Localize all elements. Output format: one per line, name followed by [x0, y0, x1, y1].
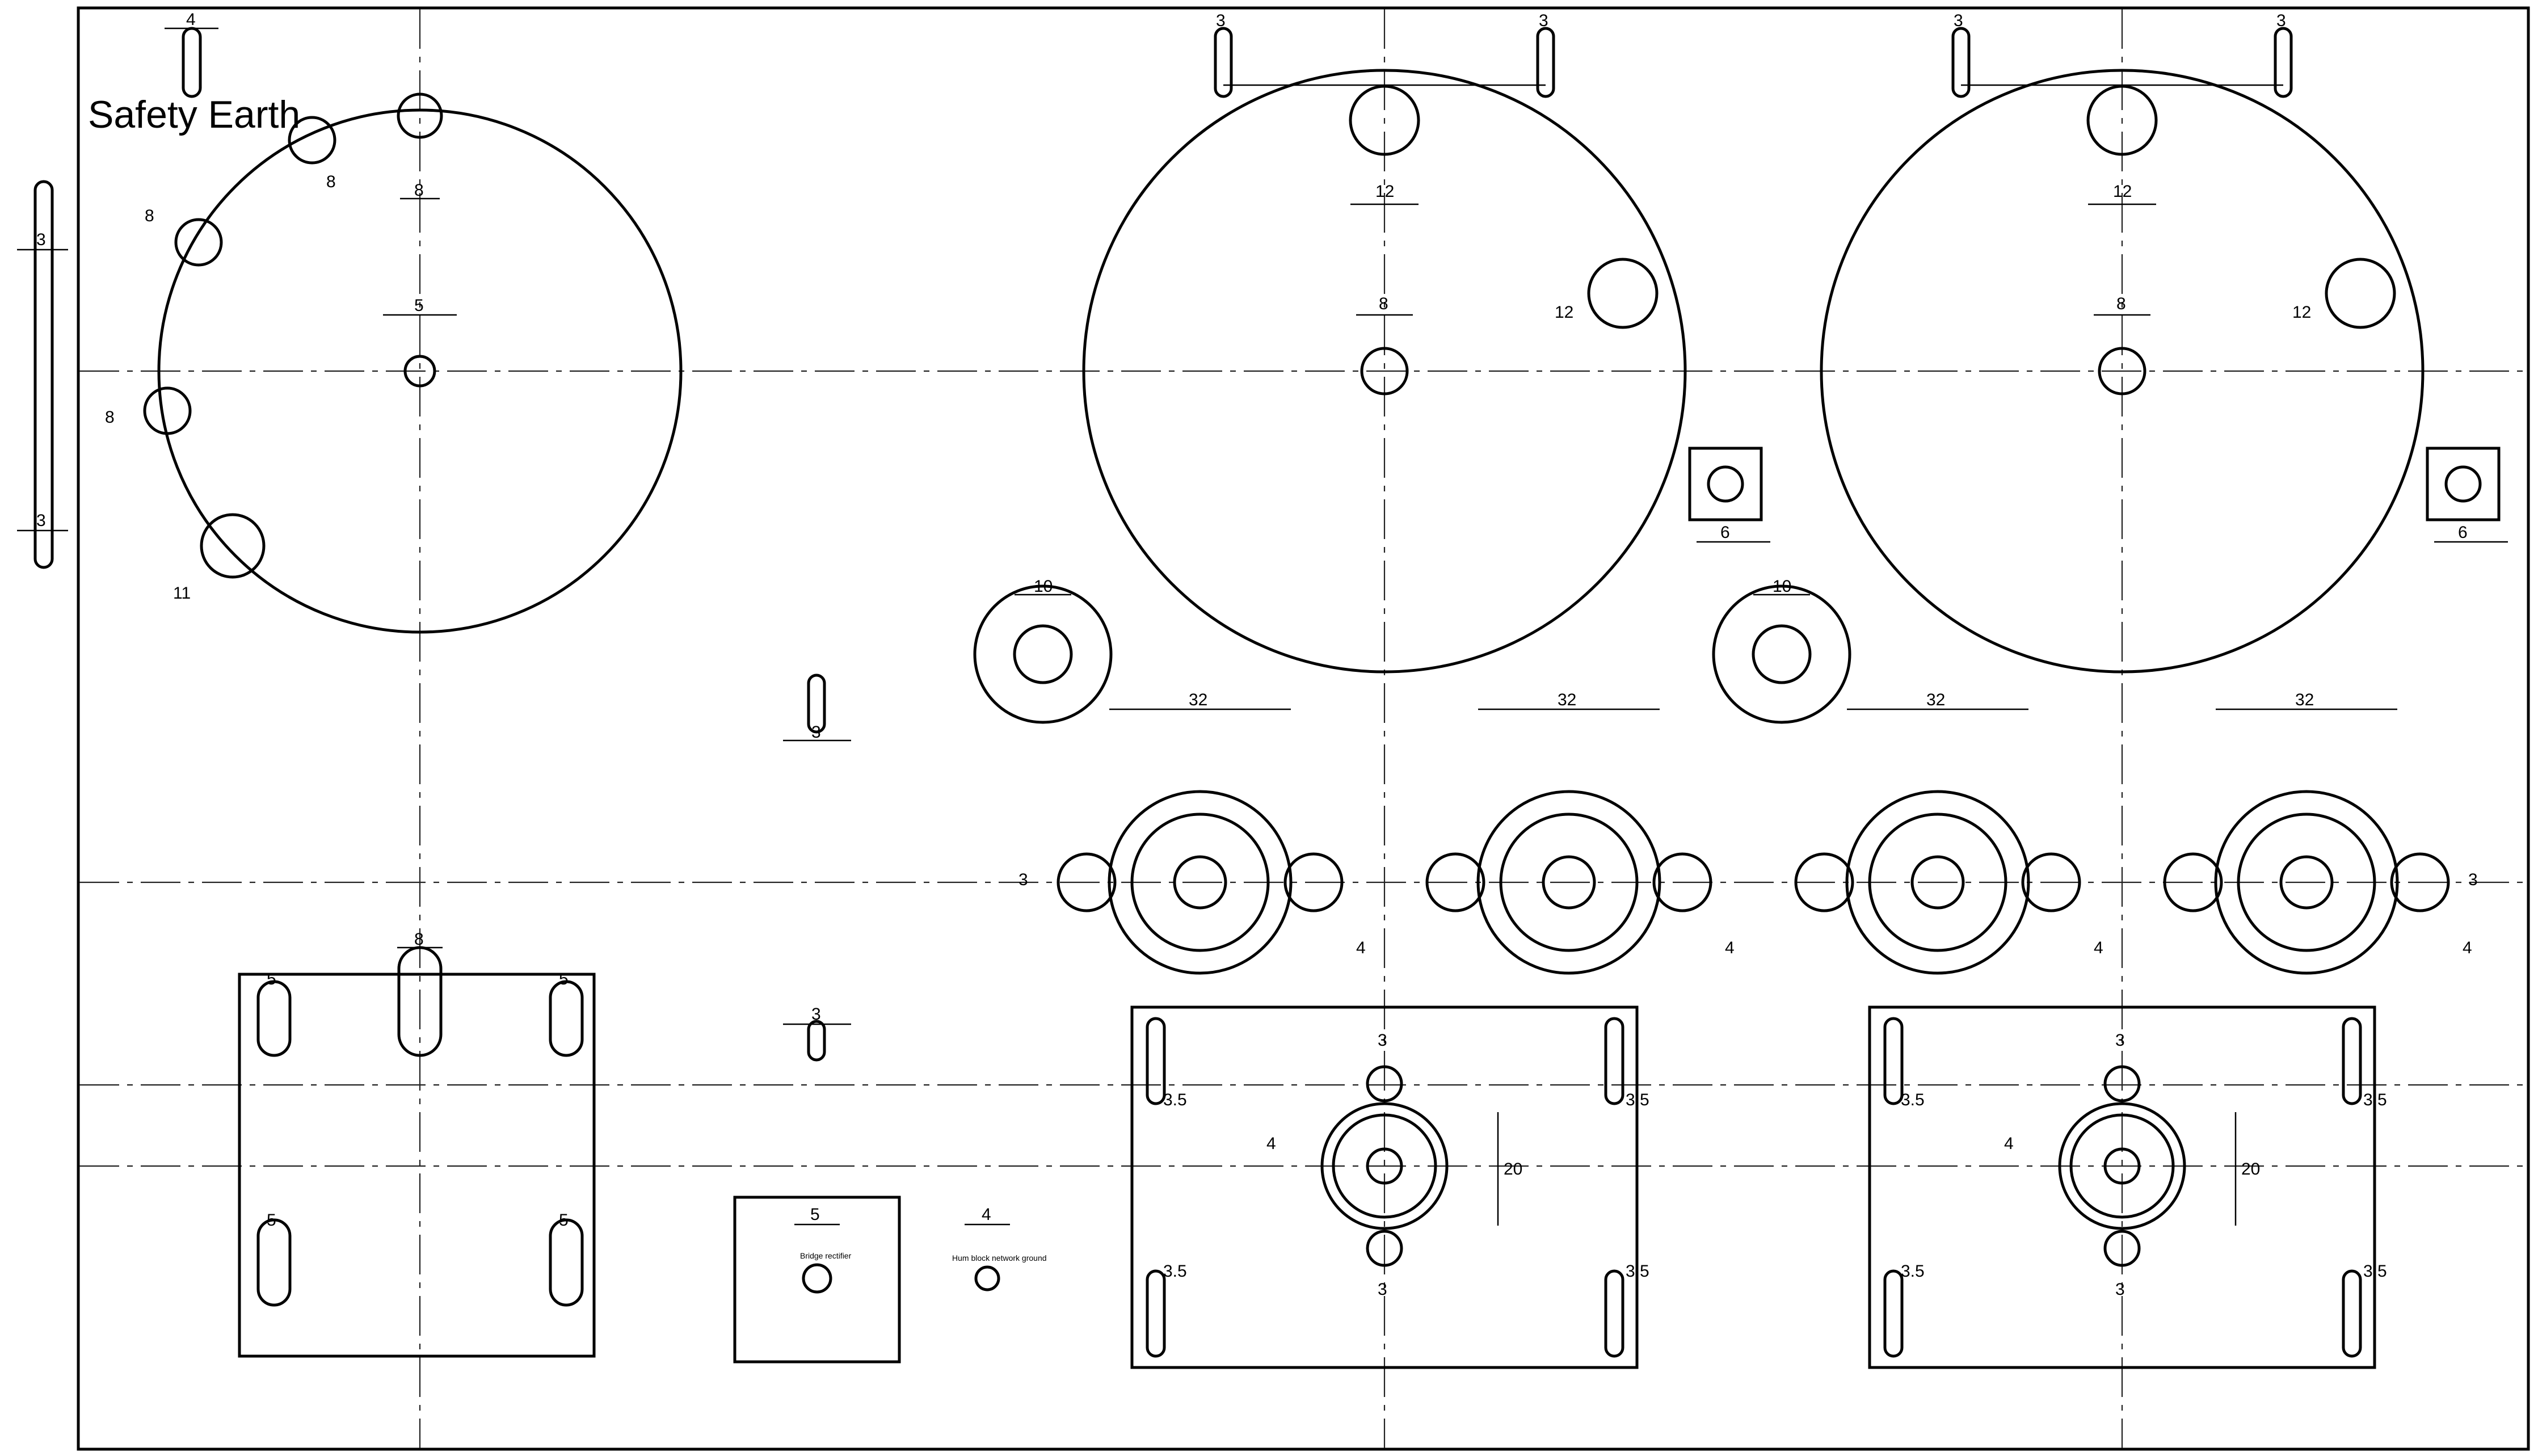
safety-earth-label: Safety Earth	[88, 93, 300, 136]
dim-socket-1: 32	[1189, 691, 1207, 709]
hum-block-ground	[965, 1223, 1010, 1291]
dim-plate-2-pin: 4	[2004, 1134, 2014, 1153]
dim-plate-1-pin: 4	[1266, 1134, 1276, 1153]
dim-socket-3-offset: 4	[2094, 939, 2103, 957]
dim-tr3-top-hole: 12	[2113, 182, 2132, 201]
small-slot-1	[783, 674, 851, 742]
tube-socket-4	[2163, 708, 2450, 975]
dim-tr1-top-slot: 4	[186, 10, 196, 29]
dim-bridge-rectifier: 5	[810, 1205, 820, 1224]
tube-socket-2	[1425, 708, 1712, 975]
dim-socket-4-offset: 4	[2463, 939, 2472, 957]
dim-tr3-slot-right: 3	[2276, 11, 2286, 30]
dim-tr2-slot-right: 3	[1539, 11, 1548, 30]
dim-plate-2-br: 3.5	[2363, 1262, 2387, 1281]
dim-choke-ring-2: 10	[1773, 577, 1791, 596]
output-socket-plate-1	[1130, 1005, 1639, 1369]
dim-plate-1-br: 3.5	[1626, 1262, 1649, 1281]
dim-plate-2-bottom: 3	[2115, 1280, 2125, 1299]
dim-tr1-top-hole: 8	[414, 181, 424, 200]
dim-square-block-2: 6	[2458, 523, 2468, 542]
center-lines	[79, 9, 2528, 1448]
choke-ring-1	[973, 584, 1113, 724]
choke-ring-2	[1712, 584, 1851, 724]
dim-socket-4-lug: 3	[2468, 870, 2478, 889]
dim-socket-1-lug: 3	[1018, 870, 1028, 889]
dim-socket-1-offset: 4	[1356, 939, 1366, 957]
dim-square-block-1: 6	[1720, 523, 1730, 542]
square-hole-block-2	[2426, 447, 2508, 543]
output-socket-plate-2	[1868, 1005, 2376, 1369]
dim-left-slot-top: 3	[36, 230, 46, 249]
bridge-rectifier-label: Bridge rectifier	[800, 1251, 852, 1260]
bridge-rectifier-block	[733, 1196, 901, 1364]
dim-plate-1-tl: 3.5	[1163, 1091, 1187, 1109]
dim-left-slot-bottom: 3	[36, 511, 46, 530]
dim-tr1-center-hole: 5	[414, 296, 424, 315]
dim-cap-br: 5	[559, 1211, 569, 1230]
tube-socket-3	[1794, 708, 2081, 975]
drawing-frame	[77, 6, 2530, 1451]
dim-plate-2-tl: 3.5	[1901, 1091, 1925, 1109]
dim-plate-1-tr: 3.5	[1626, 1091, 1649, 1109]
dim-socket-2: 32	[1558, 691, 1576, 709]
tube-socket-1	[1057, 708, 1344, 975]
left-edge-slot: 3 3	[17, 180, 68, 569]
dim-socket-3: 32	[1926, 691, 1945, 709]
dim-tr1-hole-c: 8	[105, 408, 115, 427]
dim-tr1-hole-d: 11	[173, 584, 191, 603]
dim-plate-2-bl: 3.5	[1901, 1262, 1925, 1281]
dim-hum-block: 4	[982, 1205, 991, 1224]
dim-tr3-side-hole: 12	[2292, 303, 2311, 322]
dim-plate-2-tr: 3.5	[2363, 1091, 2387, 1109]
transformer-2-outline	[1082, 27, 1687, 674]
dim-choke-ring-1: 10	[1034, 577, 1053, 596]
dim-tr2-side-hole: 12	[1555, 303, 1573, 322]
square-hole-block-1	[1688, 447, 1770, 543]
transformer-1-outline	[143, 27, 683, 634]
hum-block-label: Hum block network ground	[952, 1253, 1047, 1263]
dim-plate-1-top: 3	[1378, 1031, 1387, 1050]
dim-cap-tl: 5	[267, 970, 276, 988]
dim-plate-1-span: 20	[1504, 1160, 1522, 1179]
dim-plate-1-bottom: 3	[1378, 1280, 1387, 1299]
small-slot-2	[783, 1020, 851, 1062]
dim-tr2-center-hole: 8	[1379, 294, 1388, 313]
dim-cap-tr: 5	[559, 970, 569, 988]
dim-plate-1-bl: 3.5	[1163, 1262, 1187, 1281]
dim-tr3-center-hole: 8	[2116, 294, 2126, 313]
dim-tr2-top-hole: 12	[1375, 182, 1394, 201]
transformer-3-outline	[1820, 27, 2425, 674]
capacitor-plate	[238, 946, 596, 1358]
dim-socket-2-offset: 4	[1725, 939, 1735, 957]
dim-cap-center: 8	[414, 930, 424, 949]
dim-cap-bl: 5	[267, 1211, 276, 1230]
dim-small-slot-2: 3	[811, 1005, 821, 1024]
dim-socket-4: 32	[2295, 691, 2314, 709]
dim-tr2-slot-left: 3	[1216, 11, 1226, 30]
dim-plate-2-span: 20	[2241, 1160, 2260, 1179]
dim-tr1-hole-b: 8	[145, 207, 154, 225]
dim-small-slot-1: 3	[811, 723, 821, 742]
dim-tr3-slot-left: 3	[1954, 11, 1963, 30]
dim-plate-2-top: 3	[2115, 1031, 2125, 1050]
dim-tr1-hole-a: 8	[326, 172, 336, 191]
